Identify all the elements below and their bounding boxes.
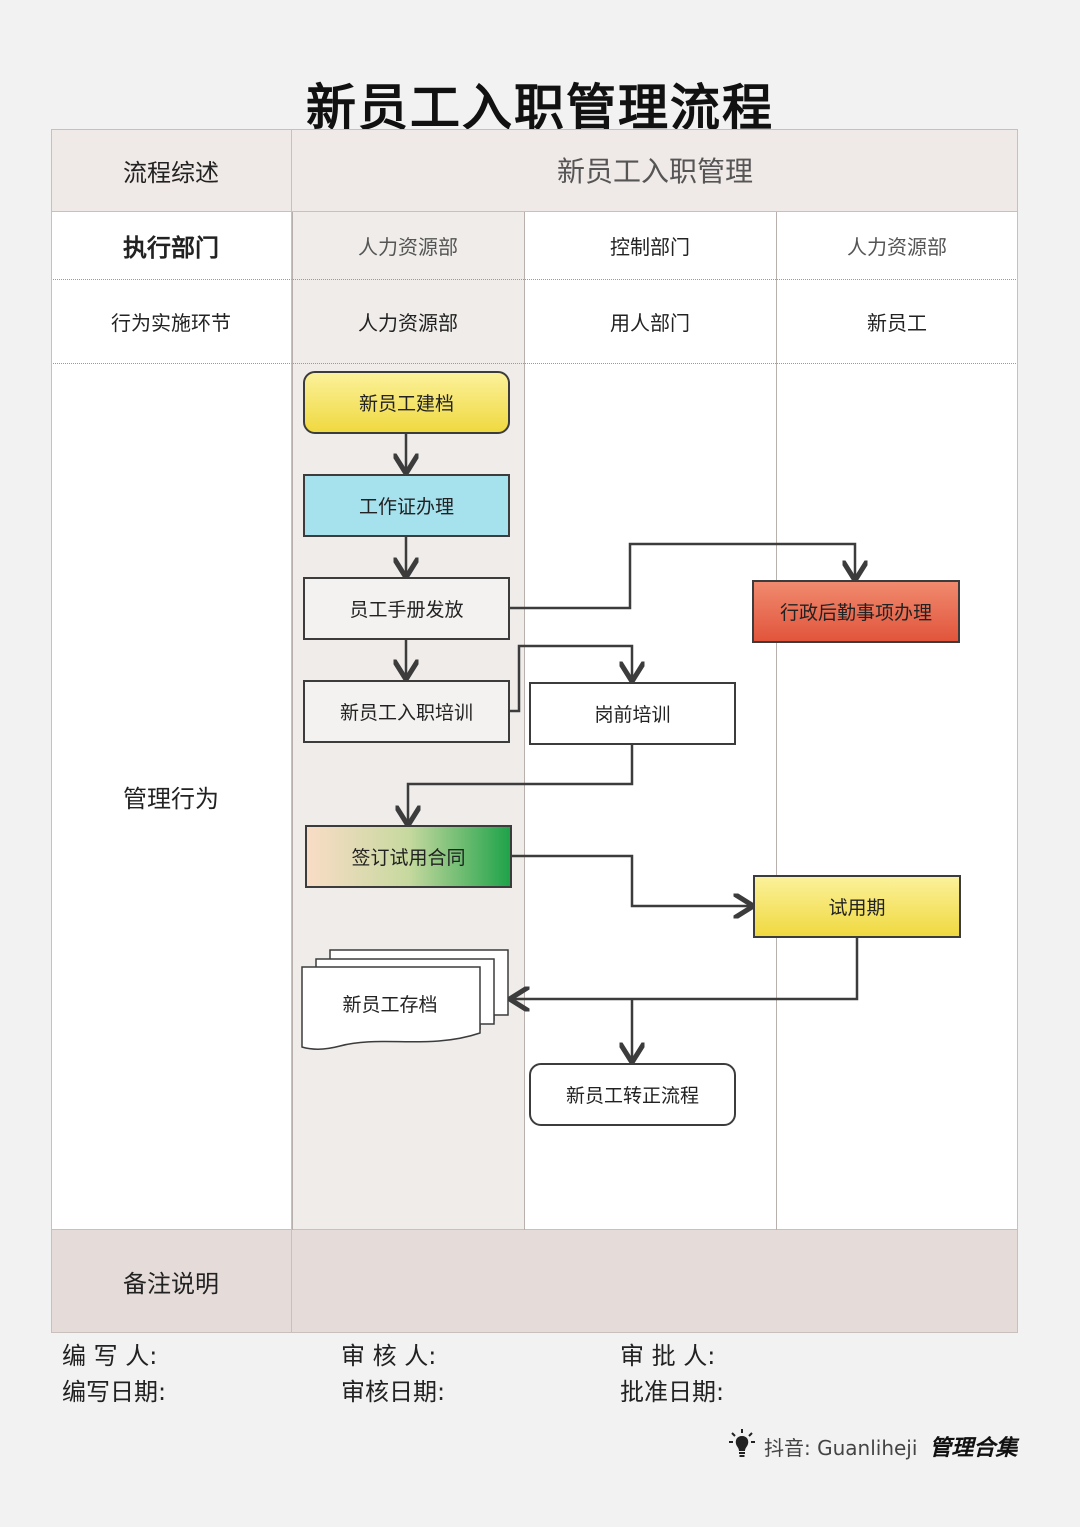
writer-label: 编 写 人: [62, 1342, 158, 1370]
admin-logistics-box: 行政后勤事项办理 [752, 580, 960, 643]
write-date-label: 编写日期: [62, 1378, 167, 1406]
orientation-box: 新员工入职培训 [303, 680, 510, 743]
lane-employee [776, 364, 1018, 1230]
overview-value: 新员工入职管理 [292, 129, 1018, 212]
actor-3: 新员工 [776, 280, 1018, 364]
arrow-handbook-to-admin [510, 542, 855, 610]
notes-area [292, 1230, 1018, 1333]
flow-table: 流程综述 新员工入职管理 执行部门 人力资源部 控制部门 人力资源部 行为实施环… [51, 129, 1018, 1333]
regularization-box: 新员工转正流程 [529, 1063, 736, 1126]
lane-divider [292, 212, 293, 1230]
exec-dept-label: 执行部门 [51, 212, 292, 280]
actor-1: 人力资源部 [292, 280, 524, 364]
reviewer-label: 审 核 人: [341, 1342, 437, 1370]
create-file-box: 新员工建档 [303, 371, 510, 434]
archive-label: 新员工存档 [342, 993, 438, 1016]
arrow-probation-to-archive [512, 937, 859, 999]
approver-label: 审 批 人: [620, 1342, 716, 1370]
overview-label: 流程综述 [51, 129, 292, 212]
archive-shape [301, 949, 509, 1050]
platform-text: 抖音: Guanliheji [764, 1435, 918, 1460]
notes-label: 备注说明 [51, 1230, 292, 1333]
brand-text: 管理合集 [929, 1435, 1018, 1461]
probation-contract-box: 签订试用合同 [305, 825, 512, 888]
arrow-contract-to-probation [512, 854, 751, 906]
id-card-box: 工作证办理 [303, 474, 510, 537]
lane-divider [524, 212, 525, 1230]
lightbulb-icon [728, 1428, 756, 1464]
pre-job-training-box: 岗前培训 [529, 682, 736, 745]
arrow-pretraining-to-contract [408, 744, 634, 823]
page-title: 新员工入职管理流程 [306, 79, 774, 137]
review-date-label: 审核日期: [341, 1378, 446, 1406]
exec-dept-3: 人力资源部 [776, 212, 1018, 280]
arrow-orientation-to-pretraining [510, 644, 632, 713]
action-label: 行为实施环节 [51, 280, 292, 364]
management-label: 管理行为 [51, 364, 292, 1230]
exec-dept-1: 人力资源部 [292, 212, 524, 280]
exec-dept-2: 控制部门 [524, 212, 776, 280]
approve-date-label: 批准日期: [620, 1378, 725, 1406]
lane-divider [776, 212, 777, 1230]
actor-2: 用人部门 [524, 280, 776, 364]
probation-box: 试用期 [753, 875, 961, 938]
handbook-box: 员工手册发放 [303, 577, 510, 640]
footer: 抖音: Guanliheji 管理合集 [728, 1428, 1028, 1464]
